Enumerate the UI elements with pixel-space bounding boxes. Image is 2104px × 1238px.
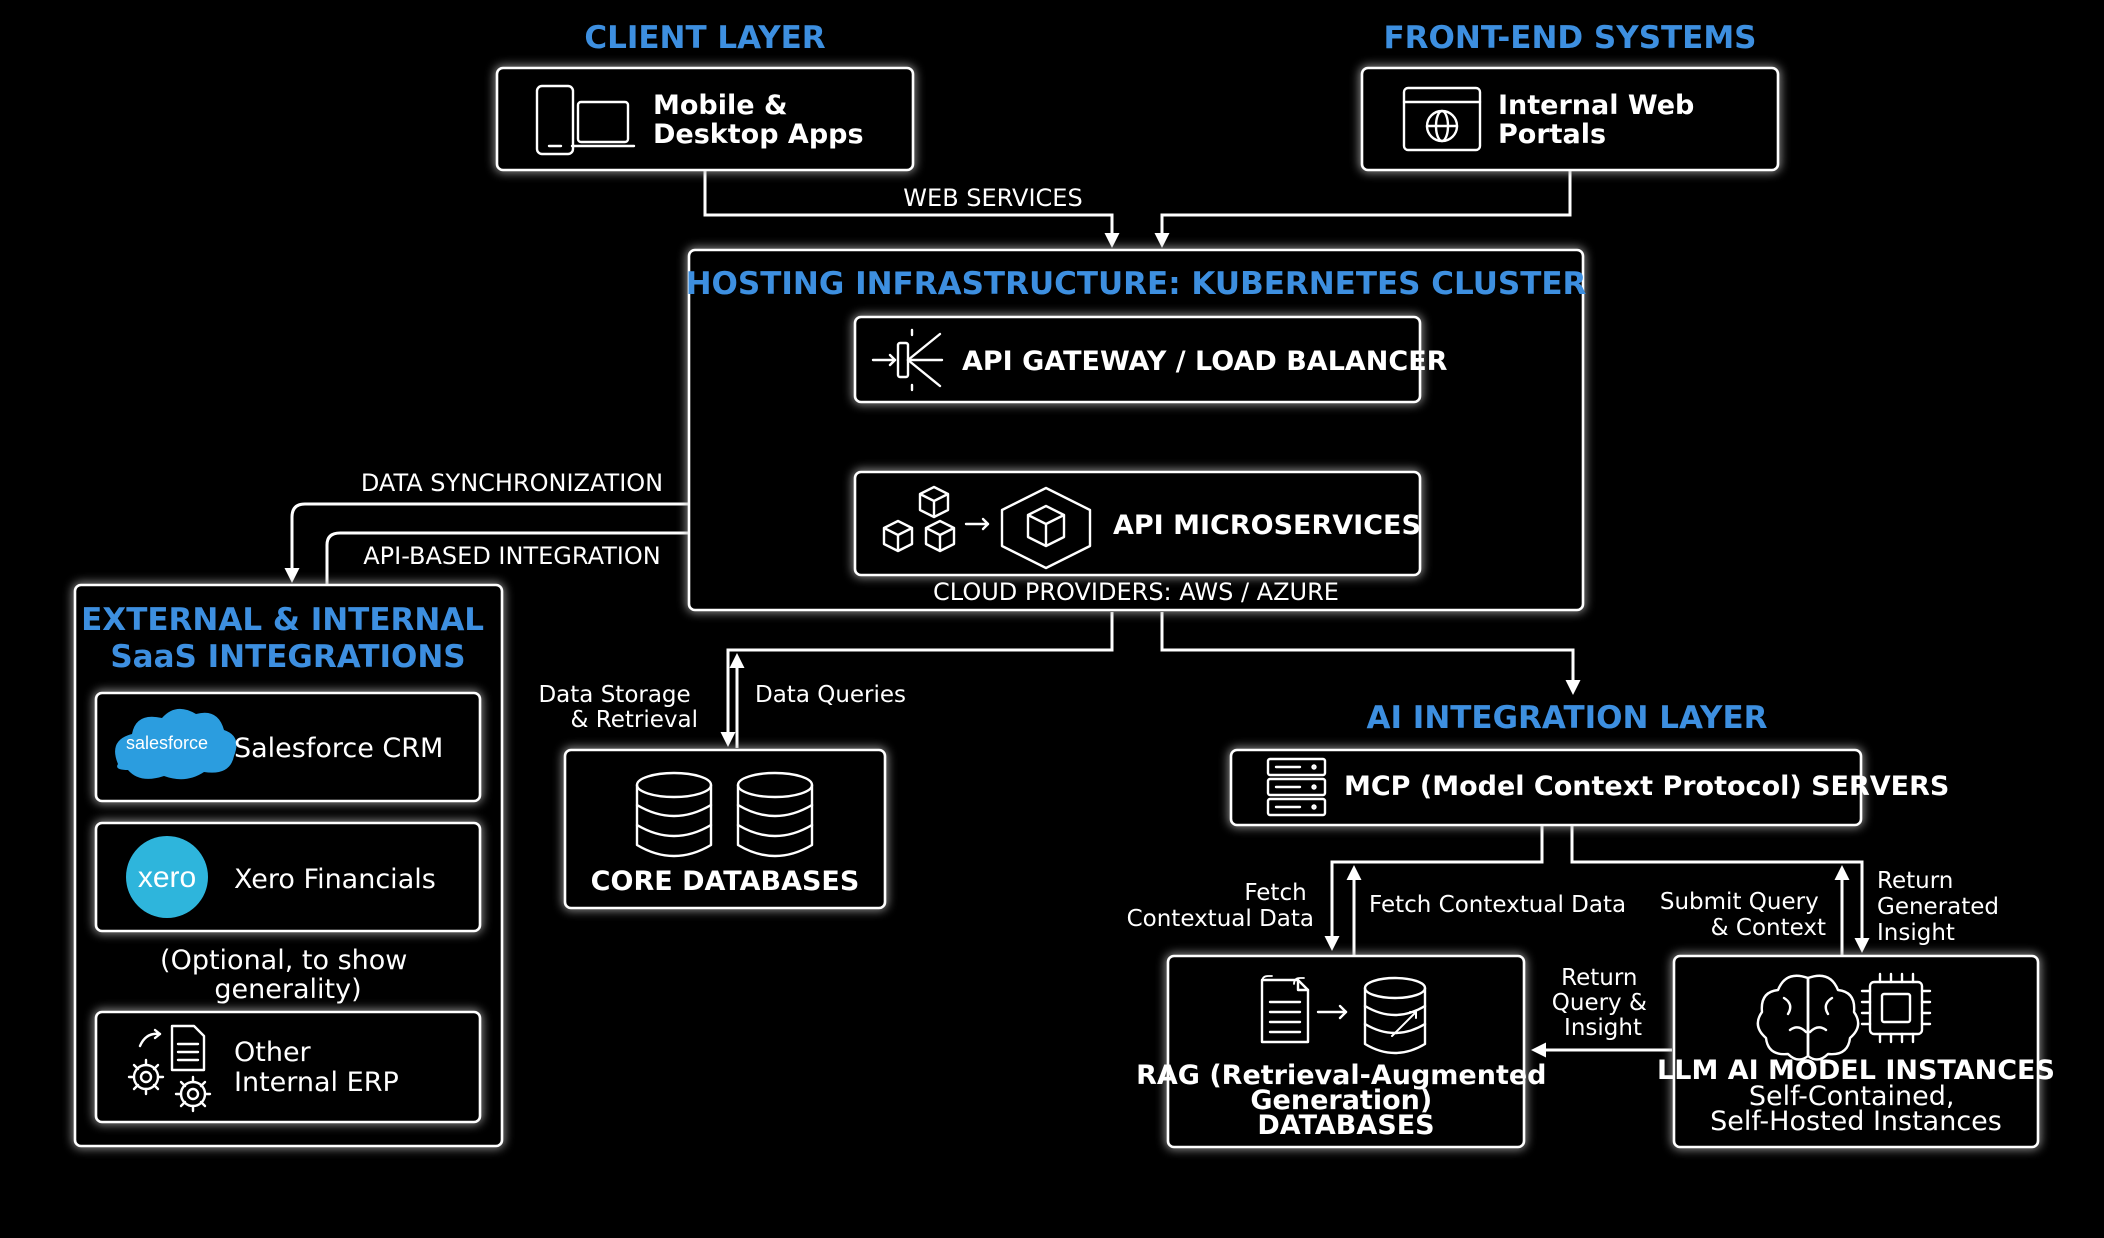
other-erp-box: Other Internal ERP — [94, 1010, 482, 1124]
rag-databases-label: RAG (Retrieval-Augmented Generation) DAT… — [1136, 1060, 1556, 1141]
connector-hosting-to-db — [720, 612, 1114, 747]
connector-api-integration — [325, 525, 853, 585]
xero-label: Xero Financials — [234, 864, 436, 895]
fetch-context-right-label: Fetch Contextual Data — [1369, 892, 1626, 918]
server-rack-icon — [1266, 757, 1327, 817]
rag-databases-box: RAG (Retrieval-Augmented Generation) DAT… — [1136, 954, 1556, 1149]
salesforce-label: Salesforce CRM — [234, 733, 443, 764]
ai-layer-title: AI INTEGRATION LAYER — [1366, 700, 1767, 736]
connectors — [284, 170, 1870, 1058]
return-query-label: Return Query & Insight — [1552, 965, 1654, 1041]
api-microservices-box: API MICROSERVICES — [853, 470, 1422, 577]
llm-instances-box: LLM AI MODEL INSTANCES Self-Contained, S… — [1657, 954, 2055, 1149]
salesforce-logo-text: salesforce — [126, 733, 208, 753]
brain-chip-icon — [1756, 972, 1932, 1061]
api-gateway-label: API GATEWAY / LOAD BALANCER — [962, 346, 1448, 377]
hosting-cluster: HOSTING INFRASTRUCTURE: KUBERNETES CLUST… — [686, 248, 1587, 612]
llm-instances-subtitle: Self-Contained, Self-Hosted Instances — [1710, 1081, 2002, 1137]
fetch-context-left-label: Fetch Contextual Data — [1127, 880, 1314, 932]
salesforce-cloud-logo: salesforce — [115, 708, 237, 780]
api-microservices-label: API MICROSERVICES — [1113, 510, 1421, 541]
web-services-label: WEB SERVICES — [903, 184, 1082, 212]
llm-instances-title: LLM AI MODEL INSTANCES — [1657, 1055, 2055, 1086]
xero-logo: xero — [126, 836, 208, 918]
optional-note: (Optional, to show generality) — [160, 945, 416, 1005]
core-databases-box: CORE DATABASES — [563, 748, 887, 910]
return-insight-label: Return Generated Insight — [1877, 868, 2006, 946]
browser-globe-icon — [1402, 86, 1482, 152]
database-icon — [635, 771, 814, 858]
client-layer-title: CLIENT LAYER — [584, 20, 825, 56]
front-end-title: FRONT-END SYSTEMS — [1383, 20, 1756, 56]
connector-mcp-to-rag — [1324, 825, 1544, 951]
xero-logo-text: xero — [138, 861, 196, 894]
connector-hosting-to-ai — [1160, 612, 1581, 695]
salesforce-box: salesforce Salesforce CRM — [94, 691, 482, 803]
data-queries-label: Data Queries — [755, 682, 906, 708]
web-portals-box: Internal Web Portals — [1360, 66, 1780, 172]
saas-integrations-panel: EXTERNAL & INTERNAL SaaS INTEGRATIONS sa… — [73, 583, 504, 1148]
hosting-title: HOSTING INFRASTRUCTURE: KUBERNETES CLUST… — [686, 266, 1587, 302]
load-balancer-icon — [871, 328, 944, 392]
connector-mcp-to-llm — [1570, 825, 1870, 953]
cloud-providers-label: CLOUD PROVIDERS: AWS / AZURE — [933, 578, 1339, 606]
web-portals-label: Internal Web Portals — [1498, 90, 1704, 150]
api-gateway-box: API GATEWAY / LOAD BALANCER — [853, 315, 1448, 404]
mobile-apps-label: Mobile & Desktop Apps — [653, 90, 864, 150]
devices-icon — [535, 84, 636, 156]
document-gears-icon — [127, 1024, 212, 1113]
saas-title: EXTERNAL & INTERNAL SaaS INTEGRATIONS — [81, 602, 495, 675]
data-sync-label: DATA SYNCHRONIZATION — [361, 469, 663, 497]
submit-query-label: Submit Query & Context — [1660, 889, 1826, 941]
document-database-icon — [1260, 975, 1427, 1055]
mcp-servers-label: MCP (Model Context Protocol) SERVERS — [1344, 771, 1949, 802]
xero-box: xero Xero Financials — [94, 821, 482, 933]
connector-data-sync — [284, 496, 853, 583]
core-databases-label: CORE DATABASES — [591, 866, 860, 897]
mcp-servers-box: MCP (Model Context Protocol) SERVERS — [1229, 748, 1949, 827]
data-storage-label: Data Storage & Retrieval — [538, 682, 698, 733]
cubes-icon — [882, 485, 1092, 570]
mobile-apps-box: Mobile & Desktop Apps — [495, 66, 915, 172]
other-erp-label: Other Internal ERP — [234, 1037, 399, 1098]
api-integration-label: API-BASED INTEGRATION — [363, 542, 660, 570]
connector-portals-to-hosting — [1154, 170, 1572, 248]
connector-mobile-to-hosting — [703, 170, 1120, 248]
